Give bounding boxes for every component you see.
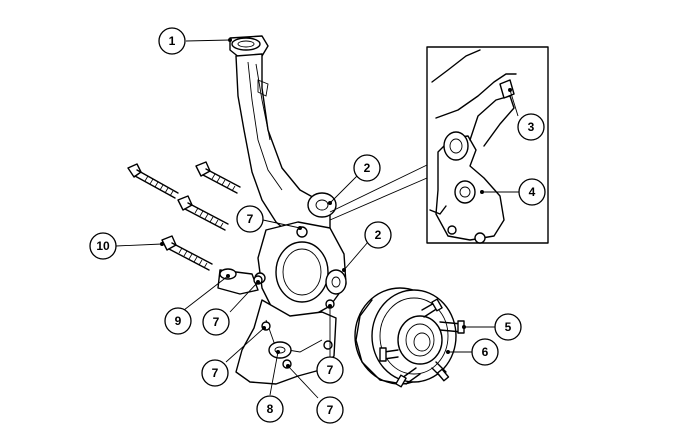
callout-label: 7 [213, 315, 220, 329]
callout-7-upper: 7 [236, 205, 264, 233]
callout-label: 7 [212, 366, 219, 380]
callout-label: 2 [364, 161, 371, 175]
callout-3: 3 [517, 113, 545, 141]
callout-5: 5 [494, 313, 522, 341]
callout-2-lower: 2 [364, 221, 392, 249]
callout-4: 4 [518, 178, 546, 206]
callout-label: 7 [327, 403, 334, 417]
detail-inset [426, 46, 549, 244]
knuckle-bolts [127, 161, 241, 271]
callout-label: 7 [247, 212, 254, 226]
callout-label: 6 [482, 345, 489, 359]
bolt-lower-left [161, 235, 213, 271]
steering-knuckle [217, 35, 347, 385]
callout-label: 8 [267, 402, 274, 416]
inset-leader-upper [329, 164, 428, 213]
callout-label: 7 [327, 363, 334, 377]
callout-label: 2 [375, 228, 382, 242]
callout-label: 3 [528, 120, 535, 134]
callout-7-right: 7 [316, 356, 344, 384]
callout-6: 6 [471, 338, 499, 366]
callout-7-bottom: 7 [316, 396, 344, 424]
bolt-upper-right [195, 161, 241, 194]
wheel-hub [354, 287, 465, 388]
callout-1: 1 [158, 27, 186, 55]
callout-7-left: 7 [202, 308, 230, 336]
callout-2-upper: 2 [353, 154, 381, 182]
wheel-studs [379, 298, 465, 388]
bolt-middle [177, 195, 229, 231]
callout-9: 9 [164, 307, 192, 335]
callout-label: 5 [505, 320, 512, 334]
leader-lines [115, 38, 519, 399]
callout-label: 9 [175, 314, 182, 328]
callout-label: 4 [529, 185, 536, 199]
callout-10: 10 [89, 232, 117, 260]
callout-7-lower-left: 7 [201, 359, 229, 387]
callout-8: 8 [256, 395, 284, 423]
callout-label: 1 [169, 34, 176, 48]
callout-label: 10 [96, 239, 110, 253]
inset-leader-lower [329, 177, 428, 221]
bolt-upper-left [127, 163, 179, 199]
